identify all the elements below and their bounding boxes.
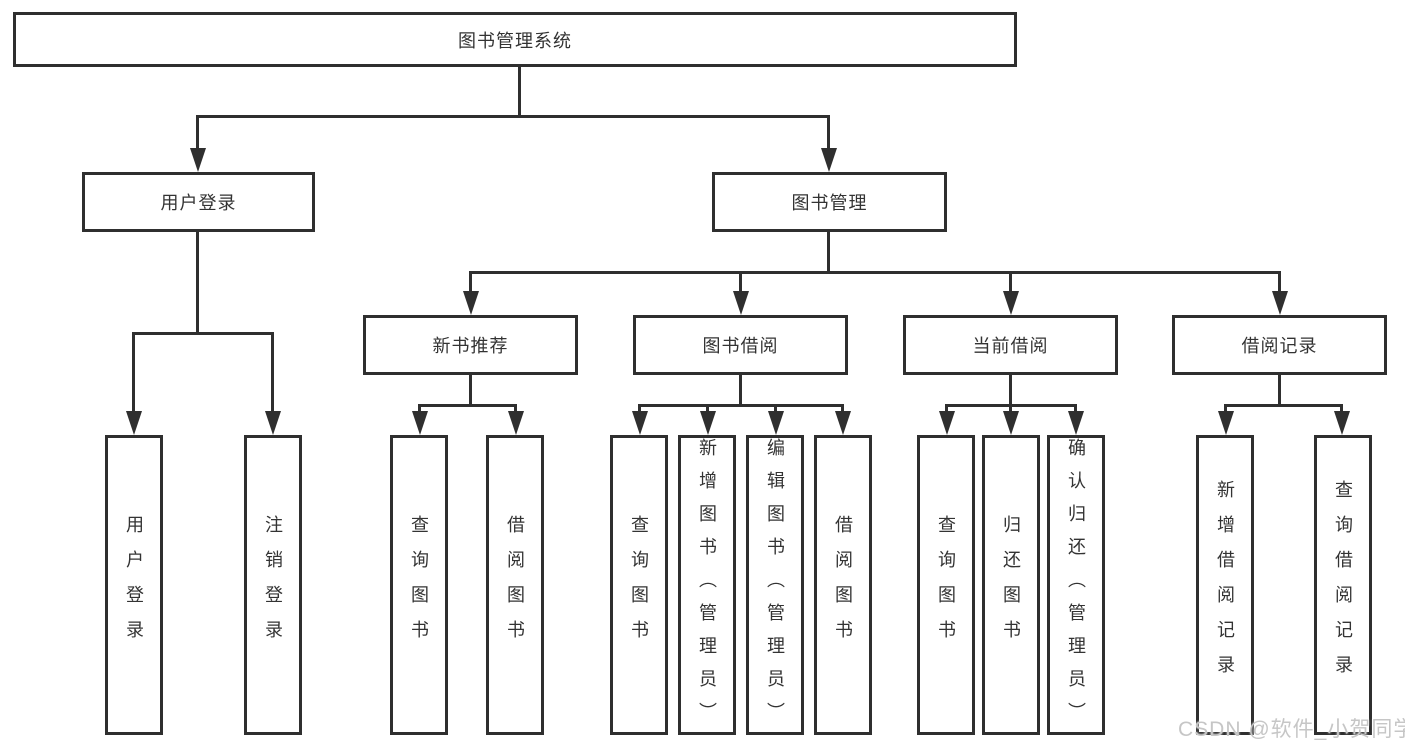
- arrow-down-icon: [190, 148, 206, 172]
- node-label: 用户登录: [160, 193, 237, 213]
- node-borrowing-records: 借阅记录: [1172, 315, 1387, 375]
- connector-line: [469, 271, 472, 293]
- node-label: 查询借阅记录: [1333, 480, 1353, 690]
- node-label: 注销登录: [263, 515, 283, 655]
- arrow-down-icon: [1068, 411, 1084, 435]
- connector-line: [196, 115, 199, 150]
- leaf-user-login: 用户登录: [105, 435, 163, 735]
- node-label: 图书管理系统: [458, 30, 572, 51]
- connector-line: [1278, 271, 1281, 293]
- node-label: 借阅图书: [505, 515, 525, 655]
- leaf-query-books: 查询图书: [917, 435, 975, 735]
- arrow-down-icon: [508, 411, 524, 435]
- connector-line: [638, 404, 641, 414]
- connector-line: [706, 404, 709, 414]
- arrow-down-icon: [265, 411, 281, 435]
- arrow-down-icon: [126, 411, 142, 435]
- node-label: 确认归还（管理员）: [1066, 438, 1086, 735]
- connector-line: [827, 232, 830, 274]
- arrow-down-icon: [1272, 291, 1288, 315]
- node-book-management: 图书管理: [712, 172, 947, 232]
- leaf-query-books: 查询图书: [610, 435, 668, 735]
- connector-line: [132, 332, 135, 413]
- connector-line: [1224, 404, 1343, 407]
- connector-line: [418, 404, 517, 407]
- connector-line: [827, 115, 830, 150]
- node-label: 新书推荐: [432, 336, 509, 356]
- arrow-down-icon: [821, 148, 837, 172]
- leaf-add-books-admin: 新增图书（管理员）: [678, 435, 736, 735]
- connector-line: [1009, 404, 1012, 414]
- leaf-add-borrow-record: 新增借阅记录: [1196, 435, 1254, 735]
- node-label: 新增借阅记录: [1215, 480, 1235, 690]
- node-library-management-system: 图书管理系统: [13, 12, 1017, 67]
- node-user-login: 用户登录: [82, 172, 315, 232]
- connector-line: [774, 404, 777, 414]
- node-label: 用户登录: [124, 515, 144, 655]
- connector-line: [469, 375, 472, 407]
- connector-line: [841, 404, 844, 414]
- connector-line: [1278, 375, 1281, 407]
- leaf-borrow-books: 借阅图书: [814, 435, 872, 735]
- node-label: 归还图书: [1001, 515, 1021, 655]
- node-label: 图书管理: [791, 193, 868, 213]
- node-label: 图书借阅: [702, 336, 779, 356]
- csdn-watermark: CSDN @软件_小贺同学: [1178, 718, 1405, 741]
- connector-line: [1009, 271, 1012, 293]
- arrow-down-icon: [768, 411, 784, 435]
- arrow-down-icon: [463, 291, 479, 315]
- connector-line: [945, 404, 948, 414]
- node-book-borrowing: 图书借阅: [633, 315, 848, 375]
- arrow-down-icon: [632, 411, 648, 435]
- arrow-down-icon: [1003, 411, 1019, 435]
- connector-line: [271, 332, 274, 413]
- connector-line: [739, 375, 742, 407]
- node-label: 借阅记录: [1241, 336, 1318, 356]
- connector-line: [638, 404, 844, 407]
- arrow-down-icon: [1003, 291, 1019, 315]
- connector-line: [739, 271, 742, 293]
- leaf-return-books: 归还图书: [982, 435, 1040, 735]
- arrow-down-icon: [733, 291, 749, 315]
- arrow-down-icon: [1334, 411, 1350, 435]
- node-label: 查询图书: [629, 515, 649, 655]
- connector-line: [469, 271, 1281, 274]
- node-label: 查询图书: [409, 515, 429, 655]
- leaf-logout: 注销登录: [244, 435, 302, 735]
- arrow-down-icon: [1218, 411, 1234, 435]
- connector-line: [1009, 375, 1012, 407]
- leaf-confirm-return-admin: 确认归还（管理员）: [1047, 435, 1105, 735]
- leaf-borrow-books: 借阅图书: [486, 435, 544, 735]
- arrow-down-icon: [412, 411, 428, 435]
- leaf-edit-books-admin: 编辑图书（管理员）: [746, 435, 804, 735]
- leaf-query-books: 查询图书: [390, 435, 448, 735]
- node-label: 当前借阅: [972, 336, 1049, 356]
- node-label: 编辑图书（管理员）: [765, 438, 785, 735]
- connector-line: [514, 404, 517, 414]
- connector-line: [1224, 404, 1227, 414]
- connector-line: [132, 332, 274, 335]
- connector-line: [518, 67, 521, 117]
- node-label: 借阅图书: [833, 515, 853, 655]
- arrow-down-icon: [939, 411, 955, 435]
- leaf-query-borrow-record: 查询借阅记录: [1314, 435, 1372, 735]
- connector-line: [1340, 404, 1343, 414]
- connector-line: [1074, 404, 1077, 414]
- arrow-down-icon: [835, 411, 851, 435]
- node-new-book-recommendation: 新书推荐: [363, 315, 578, 375]
- arrow-down-icon: [700, 411, 716, 435]
- connector-line: [196, 232, 199, 335]
- node-current-borrowing: 当前借阅: [903, 315, 1118, 375]
- node-label: 新增图书（管理员）: [697, 438, 717, 735]
- connector-line: [196, 115, 830, 118]
- node-label: 查询图书: [936, 515, 956, 655]
- connector-line: [418, 404, 421, 414]
